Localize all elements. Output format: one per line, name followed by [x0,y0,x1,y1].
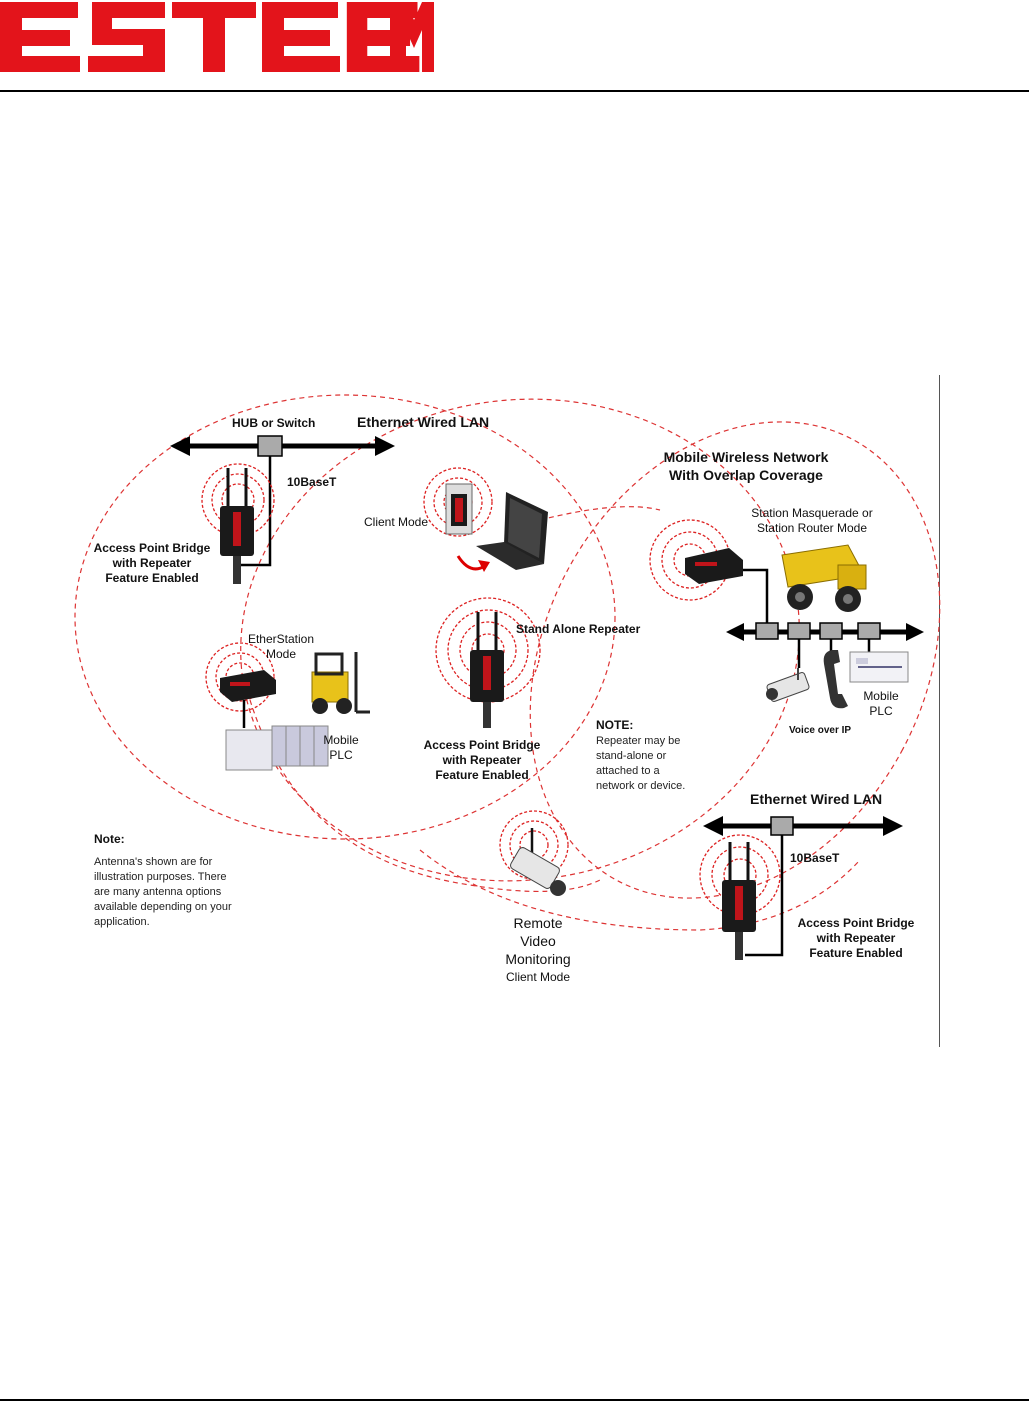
svg-text:Repeater may be: Repeater may be [596,735,680,747]
ap-left-label: Access Point Bridge with Repeater Featur… [94,541,211,585]
svg-text:Feature Enabled: Feature Enabled [809,946,902,960]
svg-text:illustration purposes. There: illustration purposes. There [94,871,226,883]
laptop-icon [476,492,548,570]
svg-text:EtherStation: EtherStation [248,632,314,646]
svg-text:Note:: Note: [94,832,125,846]
pc-card-icon [445,483,473,535]
svg-text:Station Masquerade or: Station Masquerade or [751,506,872,520]
ap-center-label: Access Point Bridge with Repeater Featur… [424,738,541,782]
svg-text:Mode: Mode [266,647,296,661]
bottom-switch-icon [770,816,794,836]
svg-text:Mobile: Mobile [863,689,899,703]
bottom-lan-label: Ethernet Wired LAN [750,791,882,807]
svg-text:Video: Video [520,933,556,949]
stand-alone-repeater-icon [470,612,504,728]
etherstation-radio-icon [220,670,276,702]
video-label: Remote Video Monitoring Client Mode [505,915,570,984]
station-mode-label: Station Masquerade or Station Router Mod… [751,506,872,535]
access-point-left-icon [220,468,254,584]
svg-text:with Repeater: with Repeater [112,556,192,570]
svg-text:Remote: Remote [513,915,562,931]
hub-switch-icon [257,435,283,457]
svg-text:Access Point Bridge: Access Point Bridge [424,738,541,752]
phone-handset-icon [823,650,848,709]
svg-text:Antenna's shown are for: Antenna's shown are for [94,856,213,868]
svg-text:Monitoring: Monitoring [505,951,570,967]
svg-text:Mobile: Mobile [323,733,359,747]
bottom-cable-label: 10BaseT [790,851,840,865]
svg-text:Feature Enabled: Feature Enabled [435,768,528,782]
video-camera-icon [510,828,566,896]
top-lan-bus [170,435,395,567]
svg-text:are many antenna options: are many antenna options [94,886,222,898]
plc-rack-icon [225,725,329,771]
svg-text:Client Mode: Client Mode [506,970,570,984]
svg-text:NOTE:: NOTE: [596,718,633,732]
svg-text:application.: application. [94,916,150,928]
footer-rule [0,1399,1029,1401]
client-mode-label: Client Mode [364,515,428,529]
svg-text:Access Point Bridge: Access Point Bridge [798,916,915,930]
hub-label: HUB or Switch [232,416,315,430]
antenna-note: Note: Antenna's shown are for illustrati… [94,832,232,928]
top-lan-label: Ethernet Wired LAN [357,414,489,430]
svg-text:available depending on your: available depending on your [94,901,232,913]
svg-text:PLC: PLC [329,748,353,762]
svg-text:With Overlap Coverage: With Overlap Coverage [669,467,823,483]
svg-text:network or device.: network or device. [596,780,685,792]
etherstation-label: EtherStation Mode [248,632,314,661]
svg-text:Mobile Wireless Network: Mobile Wireless Network [664,449,829,465]
svg-text:attached to a: attached to a [596,765,660,777]
svg-text:with Repeater: with Repeater [816,931,896,945]
radio-rings [201,463,781,916]
security-camera-icon [766,668,810,702]
mobile-lan-bus [726,568,924,668]
mobile-plc-right-label: Mobile PLC [863,689,899,718]
stand-alone-repeater-label: Stand Alone Repeater [516,622,641,636]
svg-text:stand-alone or: stand-alone or [596,750,667,762]
svg-text:Station Router Mode: Station Router Mode [757,521,867,535]
svg-text:Access Point Bridge: Access Point Bridge [94,541,211,555]
mobile-plc-panel-icon [849,651,909,683]
repeater-note: NOTE: Repeater may be stand-alone or att… [596,718,685,792]
mobile-plc-left-label: Mobile PLC [323,733,359,762]
dump-truck-icon [781,544,867,612]
svg-text:with Repeater: with Repeater [442,753,522,767]
forklift-icon [311,652,370,714]
bottom-lan-bus [703,816,903,957]
svg-text:PLC: PLC [869,704,893,718]
access-point-right-icon [722,842,756,960]
voip-label: Voice over IP [789,725,851,736]
header-rule [0,90,1029,92]
esteem-logo [0,2,434,72]
top-cable-label: 10BaseT [287,475,337,489]
frame-line [939,375,940,1047]
mobile-network-label: Mobile Wireless Network With Overlap Cov… [664,449,829,483]
station-radio-icon [685,548,743,584]
ap-right-label: Access Point Bridge with Repeater Featur… [798,916,915,960]
svg-text:Feature Enabled: Feature Enabled [105,571,198,585]
